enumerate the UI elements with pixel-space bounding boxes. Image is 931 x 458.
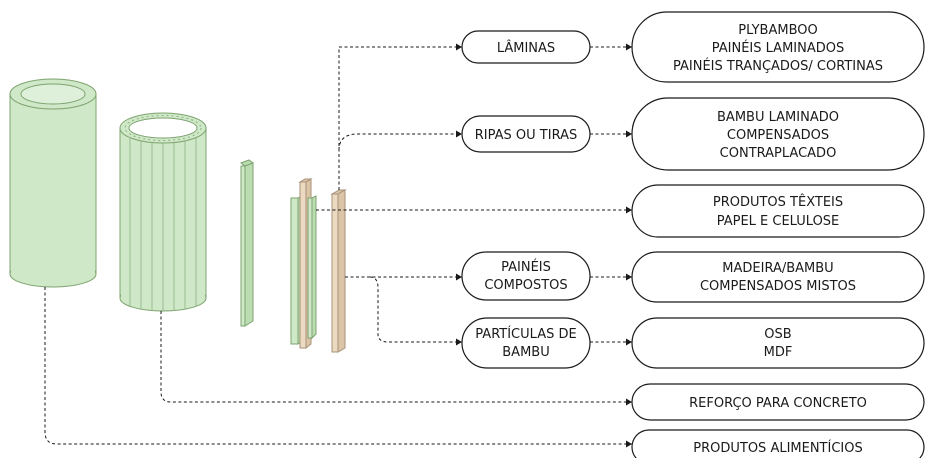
arrowhead [626,130,632,138]
source-label-line2: COMPOSTOS [484,278,567,293]
product-label-line2: PAPEL E CELULOSE [717,214,840,229]
product-label-line1: PRODUTOS TÊXTEIS [713,194,843,210]
product-label-line3: PAINÉIS TRANÇADOS/ CORTINAS [673,58,883,74]
arrowhead [456,43,462,51]
product-label-line2: MDF [764,345,793,360]
composite-strip-illustration [290,178,317,350]
product-node-reforco-concreto: REFORÇO PARA CONCRETO [631,383,925,421]
product-label-line1: OSB [764,327,791,342]
product-node-texteis: PRODUTOS TÊXTEIS PAPEL E CELULOSE [631,184,925,238]
bamboo-culm-illustration [9,78,97,288]
product-label-line2: PAINÉIS LAMINADOS [712,40,845,56]
single-strip-illustration [239,159,255,327]
source-node-paineis-compostos: PAINÉIS COMPOSTOS [461,251,591,301]
source-label: LÂMINAS [497,40,555,56]
arrowhead [456,130,462,138]
source-label-line2: BAMBU [502,345,549,360]
arrowhead [626,273,632,281]
arrowhead [626,398,632,406]
product-label-line1: MADEIRA/BAMBU [722,261,833,276]
arrowhead [456,273,462,281]
product-label: PRODUTOS ALIMENTÍCIOS [693,440,862,456]
arrowhead [626,43,632,51]
product-node-plybamboo: PLYBAMBOO PAINÉIS LAMINADOS PAINÉIS TRAN… [631,11,925,83]
product-label-line1: PLYBAMBOO [738,23,817,38]
source-label-line1: PARTÍCULAS DE [475,326,576,342]
source-node-laminas: LÂMINAS [461,30,591,64]
arrowheads [456,43,632,448]
product-node-bambu-laminado: BAMBU LAMINADO COMPENSADOS CONTRAPLACADO [631,97,925,171]
product-node-alimenticios: PRODUTOS ALIMENTÍCIOS [631,429,925,458]
product-label-line2: COMPENSADOS [727,128,829,143]
product-label-line1: BAMBU LAMINADO [717,110,839,125]
arrowhead [626,338,632,346]
source-node-particulas: PARTÍCULAS DE BAMBU [461,317,591,369]
arrowhead [626,440,632,448]
source-label: RIPAS OU TIRAS [475,128,577,143]
connector-lines [44,46,632,445]
arrowhead [626,206,632,214]
source-label-line1: PAINÉIS [501,259,551,275]
product-node-madeira-bambu: MADEIRA/BAMBU COMPENSADOS MISTOS [631,251,925,303]
arrowhead [456,338,462,346]
product-node-osb-mdf: OSB MDF [631,317,925,369]
product-label-line3: CONTRAPLACADO [720,146,837,161]
tan-strip-illustration [330,189,347,353]
source-node-ripas: RIPAS OU TIRAS [461,115,591,153]
product-label: REFORÇO PARA CONCRETO [689,396,867,411]
product-label-line2: COMPENSADOS MISTOS [700,279,856,294]
split-culm-illustration [119,112,207,312]
